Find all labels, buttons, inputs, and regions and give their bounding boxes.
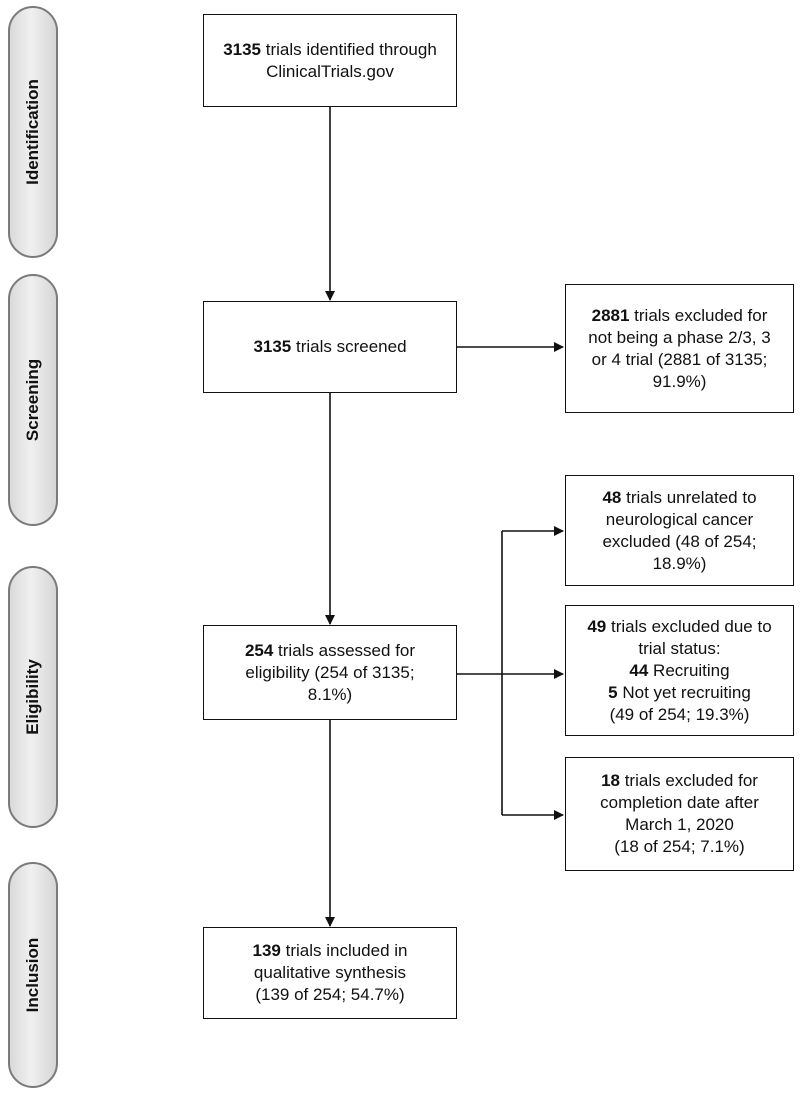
identified-count: 3135 [223, 39, 262, 59]
box-excluded-phase: 2881 trials excluded for not being a pha… [565, 284, 794, 413]
stage-inclusion: Inclusion [8, 862, 58, 1088]
box-completion: 18 trials excluded for completion date a… [565, 757, 794, 871]
included-count: 139 [252, 941, 281, 960]
stage-eligibility: Eligibility [8, 566, 58, 828]
stage-identification: Identification [8, 6, 58, 258]
unrelated-count: 48 [602, 487, 622, 507]
status-count: 49 [587, 616, 607, 636]
not-yet-recruiting-count: 5 [608, 682, 618, 702]
box-assessed: 254 trials assessed for eligibility (254… [203, 625, 457, 720]
stage-screening: Screening [8, 274, 58, 526]
completion-count: 18 [601, 771, 620, 790]
box-identified: 3135 trials identified through ClinicalT… [203, 14, 457, 107]
assessed-count: 254 [244, 640, 274, 660]
excluded-phase-count: 2881 [591, 305, 630, 325]
box-screened: 3135 trials screened [203, 301, 457, 393]
box-unrelated: 48 trials unrelated to neurological canc… [565, 475, 794, 586]
box-status: 49 trials excluded due to trial status: … [565, 605, 794, 736]
screened-count: 3135 [253, 337, 292, 356]
box-included: 139 trials included in qualitative synth… [203, 927, 457, 1019]
recruiting-count: 44 [629, 660, 649, 680]
